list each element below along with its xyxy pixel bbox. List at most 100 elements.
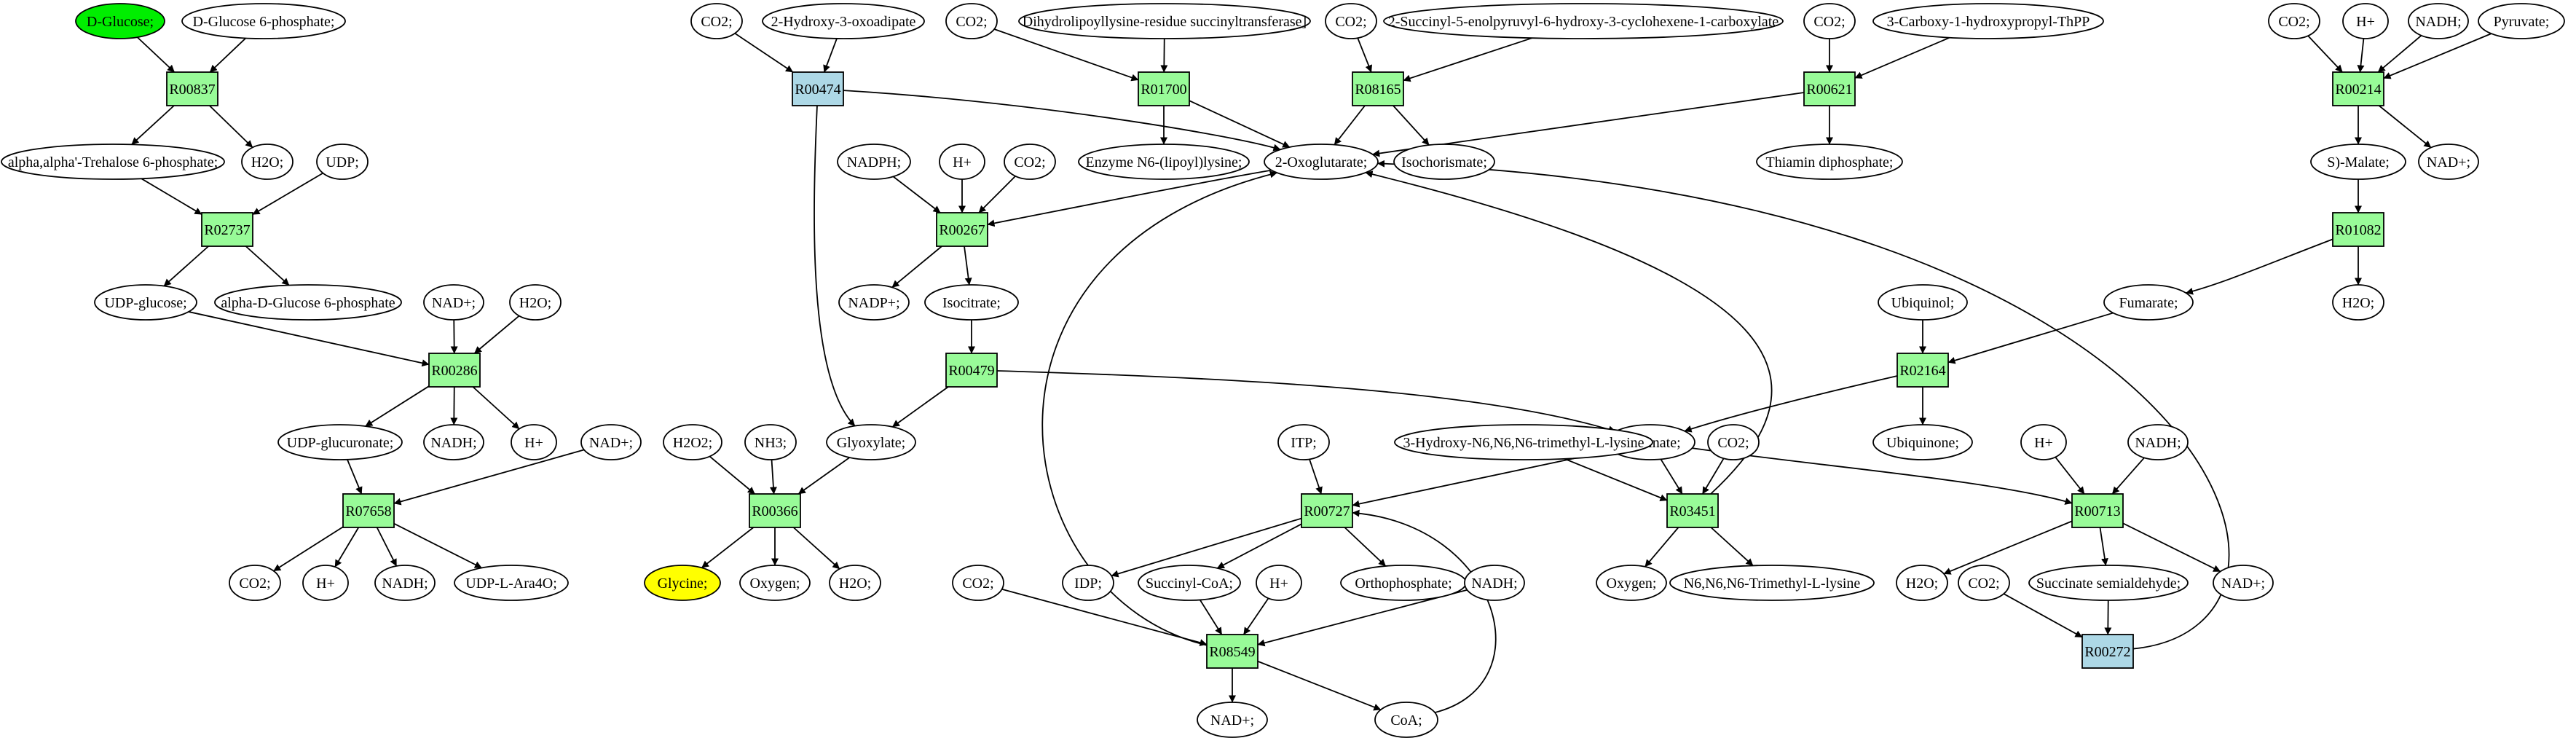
compound-node-udpglucuronate[interactable]: UDP-glucuronate; bbox=[278, 425, 402, 460]
compound-node-co2_b[interactable]: CO2; bbox=[691, 4, 742, 39]
compound-node-hplus_a[interactable]: H+ bbox=[511, 425, 556, 460]
reaction-node-R00713[interactable]: R00713 bbox=[2072, 494, 2123, 527]
compound-node-nadp_b[interactable]: NAD+; bbox=[581, 425, 641, 460]
compound-node-co2_c[interactable]: CO2; bbox=[946, 4, 997, 39]
compound-node-nadp_e[interactable]: NAD+; bbox=[1197, 702, 1267, 737]
compound-node-idp[interactable]: IDP; bbox=[1063, 565, 1114, 600]
compound-node-hydroxytrimethyllysine[interactable]: 3-Hydroxy-N6,N6,N6-trimethyl-L-lysine bbox=[1395, 425, 1653, 460]
compound-node-nadph[interactable]: NADPH; bbox=[838, 144, 910, 179]
compound-node-thiamin[interactable]: Thiamin diphosphate; bbox=[1757, 144, 1902, 179]
compound-node-co2_h[interactable]: CO2; bbox=[1708, 425, 1759, 460]
reaction-node-R00479[interactable]: R00479 bbox=[946, 353, 997, 387]
node-label: R00727 bbox=[1304, 503, 1350, 519]
reaction-node-R00837[interactable]: R00837 bbox=[167, 72, 218, 106]
compound-node-h2o_b[interactable]: H2O; bbox=[510, 285, 561, 320]
compound-node-nadh_d[interactable]: NADH; bbox=[2128, 425, 2188, 460]
compound-node-nadh_a[interactable]: NADH; bbox=[424, 425, 484, 460]
compound-node-succinylenol[interactable]: 2-Succinyl-5-enolpyruvyl-6-hydroxy-3-cyc… bbox=[1384, 4, 1783, 39]
compound-node-hplus_f[interactable]: H+ bbox=[1256, 565, 1301, 600]
compound-node-co2_e[interactable]: CO2; bbox=[1804, 4, 1855, 39]
compound-node-nadpplus[interactable]: NADP+; bbox=[839, 285, 909, 320]
compound-node-hplus_e[interactable]: H+ bbox=[2021, 425, 2066, 460]
compound-node-isochorismate[interactable]: Isochorismate; bbox=[1394, 144, 1494, 179]
edge-h2o2-to-R00366 bbox=[709, 456, 755, 494]
reaction-node-R02737[interactable]: R02737 bbox=[202, 213, 253, 246]
compound-node-adg6p[interactable]: alpha-D-Glucose 6-phosphate bbox=[215, 285, 401, 320]
reaction-node-R00272[interactable]: R00272 bbox=[2082, 635, 2133, 668]
reaction-node-R08549[interactable]: R08549 bbox=[1207, 635, 1258, 668]
edge-coa-to-R00727 bbox=[1352, 513, 1496, 712]
edge-R08549-to-coa bbox=[1258, 661, 1381, 710]
edge-co2_d-to-R08165 bbox=[1358, 38, 1371, 72]
reaction-node-R00621[interactable]: R00621 bbox=[1804, 72, 1855, 106]
node-label: CO2; bbox=[239, 576, 270, 592]
compound-node-pyruvate[interactable]: Pyruvate; bbox=[2478, 4, 2564, 39]
reaction-node-R00214[interactable]: R00214 bbox=[2333, 72, 2384, 106]
node-label: R00267 bbox=[939, 222, 985, 238]
compound-node-coa[interactable]: CoA; bbox=[1375, 702, 1438, 737]
reaction-node-R02164[interactable]: R02164 bbox=[1897, 353, 1948, 387]
compound-node-h2o_e[interactable]: H2O; bbox=[1896, 565, 1947, 600]
reaction-node-R00727[interactable]: R00727 bbox=[1301, 494, 1352, 527]
compound-node-glyoxylate[interactable]: Glyoxylate; bbox=[827, 425, 915, 460]
compound-node-oxoglutarate[interactable]: 2-Oxoglutarate; bbox=[1264, 144, 1378, 179]
reaction-node-R00286[interactable]: R00286 bbox=[429, 353, 480, 387]
compound-node-succinylcoa[interactable]: Succinyl-CoA; bbox=[1138, 565, 1240, 600]
compound-node-dg6p[interactable]: D-Glucose 6-phosphate; bbox=[182, 4, 345, 39]
compound-node-isocitrate[interactable]: Isocitrate; bbox=[925, 285, 1018, 320]
compound-node-hplus_b[interactable]: H+ bbox=[303, 565, 348, 600]
compound-node-succsemialdehyde[interactable]: Succinate semialdehyde; bbox=[2029, 565, 2188, 600]
compound-node-glycine[interactable]: Glycine; bbox=[645, 565, 720, 600]
compound-node-trehalose6p[interactable]: alpha,alpha'-Trehalose 6-phosphate; bbox=[1, 144, 224, 179]
compound-node-nadh_c[interactable]: NADH; bbox=[2408, 4, 2468, 39]
compound-node-co2_f[interactable]: CO2; bbox=[2269, 4, 2320, 39]
node-label: Thiamin diphosphate; bbox=[1766, 154, 1894, 170]
compound-node-trimethyllysine[interactable]: N6,N6,N6-Trimethyl-L-lysine bbox=[1670, 565, 1874, 600]
compound-node-nadh_b[interactable]: NADH; bbox=[375, 565, 435, 600]
compound-node-nadh_e[interactable]: NADH; bbox=[1465, 565, 1524, 600]
compound-node-nadp_d[interactable]: NAD+; bbox=[2213, 565, 2273, 600]
compound-node-hydroxyoxoadipate[interactable]: 2-Hydroxy-3-oxoadipate bbox=[763, 4, 924, 39]
node-label: Fumarate; bbox=[2119, 295, 2178, 311]
reaction-node-R01082[interactable]: R01082 bbox=[2333, 213, 2384, 246]
compound-node-udpara[interactable]: UDP-L-Ara4O; bbox=[454, 565, 568, 600]
reaction-node-R00366[interactable]: R00366 bbox=[749, 494, 800, 527]
compound-node-hplus_d[interactable]: H+ bbox=[940, 144, 985, 179]
reaction-node-R08165[interactable]: R08165 bbox=[1352, 72, 1403, 106]
compound-node-enzymelipoyl[interactable]: Enzyme N6-(lipoyl)lysine; bbox=[1079, 144, 1249, 179]
compound-node-hplus_c[interactable]: H+ bbox=[2343, 4, 2388, 39]
compound-node-h2o_c[interactable]: H2O; bbox=[2333, 285, 2384, 320]
compound-node-h2o_d[interactable]: H2O; bbox=[830, 565, 881, 600]
compound-node-udpglucose[interactable]: UDP-glucose; bbox=[95, 285, 197, 320]
compound-node-h2o2[interactable]: H2O2; bbox=[663, 425, 722, 460]
compound-node-dglucose[interactable]: D-Glucose; bbox=[76, 4, 165, 39]
compound-node-co2_i[interactable]: CO2; bbox=[1958, 565, 2009, 600]
compound-node-smalate[interactable]: S)-Malate; bbox=[2311, 144, 2406, 179]
compound-node-nh3[interactable]: NH3; bbox=[745, 425, 796, 460]
reaction-node-R07658[interactable]: R07658 bbox=[343, 494, 394, 527]
compound-node-carboxyhydroxypropyl[interactable]: 3-Carboxy-1-hydroxypropyl-ThPP bbox=[1873, 4, 2103, 39]
compound-node-orthophosphate[interactable]: Orthophosphate; bbox=[1341, 565, 1466, 600]
compound-node-oxygen_a[interactable]: Oxygen; bbox=[740, 565, 810, 600]
reaction-node-R03451[interactable]: R03451 bbox=[1667, 494, 1718, 527]
compound-node-co2_j[interactable]: CO2; bbox=[953, 565, 1004, 600]
compound-node-co2_a[interactable]: CO2; bbox=[229, 565, 280, 600]
compound-node-nadp_c[interactable]: NAD+; bbox=[2419, 144, 2478, 179]
node-label: R02737 bbox=[204, 222, 250, 238]
compound-node-co2_d[interactable]: CO2; bbox=[1326, 4, 1376, 39]
compound-node-udp_a[interactable]: UDP; bbox=[317, 144, 368, 179]
reaction-node-R01700[interactable]: R01700 bbox=[1138, 72, 1189, 106]
compound-node-ubiquinol[interactable]: Ubiquinol; bbox=[1878, 285, 1967, 320]
edges-layer bbox=[132, 29, 2492, 712]
reaction-node-R00474[interactable]: R00474 bbox=[792, 72, 843, 106]
compound-node-h2o_a[interactable]: H2O; bbox=[242, 144, 293, 179]
compound-node-fumarate[interactable]: Fumarate; bbox=[2104, 285, 2193, 320]
reaction-node-R00267[interactable]: R00267 bbox=[937, 213, 988, 246]
compound-node-dihydrolipoyl[interactable]: Dihydrolipoyllysine-residue succinyltran… bbox=[1019, 4, 1310, 39]
compound-node-oxygen_b[interactable]: Oxygen; bbox=[1596, 565, 1666, 600]
compound-node-itp[interactable]: ITP; bbox=[1278, 425, 1329, 460]
compound-node-nadp_a[interactable]: NAD+; bbox=[424, 285, 484, 320]
edge-R02737-to-udpglucose bbox=[164, 246, 208, 286]
compound-node-ubiquinone[interactable]: Ubiquinone; bbox=[1873, 425, 1972, 460]
compound-node-co2_g[interactable]: CO2; bbox=[1004, 144, 1055, 179]
